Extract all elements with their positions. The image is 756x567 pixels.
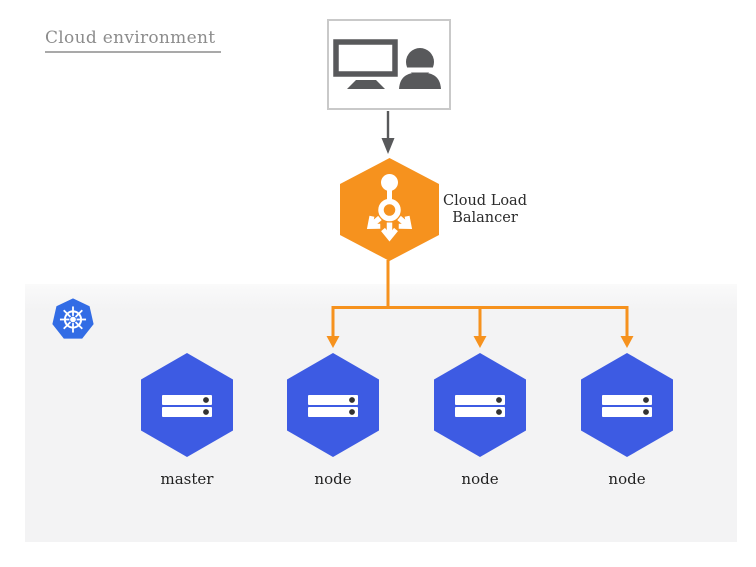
worker-node-hexagon-2 [434, 353, 526, 457]
load-balancer-label: Cloud Load Balancer [443, 193, 527, 226]
lb-to-nodes-connectors [326, 260, 634, 348]
master-node-hexagon [141, 353, 233, 457]
diagram-title: Cloud environment [45, 28, 222, 53]
connector-drop-2 [478, 306, 482, 337]
kubernetes-logo [52, 298, 94, 339]
worker-node-label-2: node [461, 470, 499, 488]
connector-arrowhead-2 [473, 336, 487, 348]
workstation-user-icon [333, 39, 441, 89]
connector-drop-3 [625, 306, 629, 337]
worker-node-hexagon-3 [581, 353, 673, 457]
load-balancer-glyph [366, 174, 413, 242]
connector-feed-line [386, 260, 390, 309]
connector-drop-1 [331, 306, 335, 337]
connector-arrowhead-3 [620, 336, 634, 348]
master-node-label: master [160, 470, 214, 488]
load-balancer-hexagon [340, 158, 439, 261]
worker-node-hexagon-1 [287, 353, 379, 457]
client-to-lb-arrow [381, 111, 395, 154]
monitor-stand [347, 80, 385, 89]
worker-node-label-3: node [608, 470, 646, 488]
person-face-band [405, 67, 435, 73]
load-balancer-hexagon-icon [340, 158, 439, 261]
connector-arrowhead-1 [326, 336, 340, 348]
client-workstation-box [327, 19, 451, 110]
helm-wheel-icon [59, 306, 87, 333]
person-shoulders [399, 72, 441, 89]
monitor-icon [333, 39, 398, 77]
worker-node-label-1: node [314, 470, 352, 488]
